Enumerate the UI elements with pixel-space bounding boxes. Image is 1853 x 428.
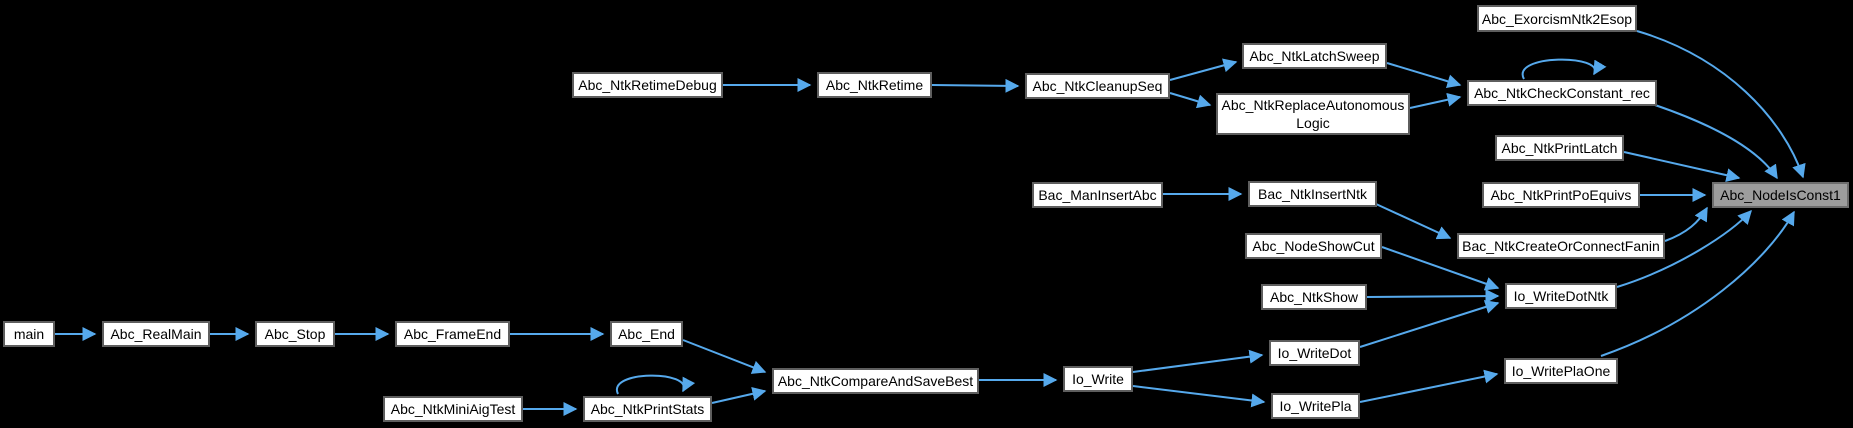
edge-abc-nodeshowcut-to-io-writedotntk [1381,246,1500,291]
node-label: Io_WritePlaOne [1511,363,1611,379]
edge-abc-ntkprintstats-to-abc-ntkcompareandsavebest [711,386,767,404]
node-label: Bac_NtkInsertNtk [1258,186,1367,202]
node-io-write[interactable]: Io_Write [1063,366,1133,392]
node-label: Abc_NodeIsConst1 [1720,187,1841,203]
node-io-writedotntk[interactable]: Io_WriteDotNtk [1505,283,1617,309]
edge-bac-ntkinsertntk-to-bac-ntkcreateorconnectfanin [1375,203,1452,240]
node-abc-ntkcleanupseq[interactable]: Abc_NtkCleanupSeq [1025,73,1170,99]
edge-io-writedot-to-io-writedotntk [1359,300,1500,348]
edge-abc-ntklatchsweep-to-abc-ntkcheckconstant-rec [1386,62,1462,89]
node-io-writepla[interactable]: Io_WritePla [1271,393,1360,419]
node-label: Io_WriteDot [1277,345,1352,361]
edge-abc-ntkprintstats-to-abc-ntkprintstats [615,374,696,395]
node-abc-ntkretime[interactable]: Abc_NtkRetime [817,72,932,98]
node-label: Abc_End [618,326,675,342]
node-label: Abc_NtkCleanupSeq [1032,78,1163,94]
node-abc-ntkshow[interactable]: Abc_NtkShow [1261,284,1367,310]
node-label: Abc_NtkPrintLatch [1501,140,1618,156]
node-label: Abc_RealMain [110,326,202,342]
node-abc-nodeisconst1[interactable]: Abc_NodeIsConst1 [1712,182,1849,208]
node-label: Logic [1296,115,1330,131]
edge-abc-exorcismntk2esop-to-abc-nodeisconst1 [1636,30,1806,179]
edge-io-write-to-io-writedot [1132,349,1264,373]
edge-abc-ntkprintlatch-to-abc-nodeisconst1 [1623,151,1741,183]
edge-group [55,30,1806,416]
node-label: Abc_ExorcismNtk2Esop [1481,10,1633,27]
edge-abc-ntkcheckconstant-rec-to-abc-ntkcheckconstant-rec [1521,58,1607,80]
node-label: Abc_FrameEnd [403,326,502,342]
node-io-writeplaone[interactable]: Io_WritePlaOne [1504,358,1618,384]
node-abc-ntkprintpoequivs[interactable]: Abc_NtkPrintPoEquivs [1482,182,1640,208]
edge-bac-ntkcreateorconnectfanin-to-abc-nodeisconst1 [1664,206,1708,242]
node-label: Abc_NtkReplaceAutonomous [1221,97,1405,113]
edge-abc-ntkshow-to-io-writedotntk [1366,289,1500,304]
edge-abc-ntkcleanupseq-to-abc-ntkreplaceautonomouslogic [1169,92,1212,109]
node-label: Abc_NtkRetime [825,77,924,93]
node-label: Abc_NtkCompareAndSaveBest [777,373,974,389]
node-bac-ntkinsertntk[interactable]: Bac_NtkInsertNtk [1248,181,1377,207]
node-label: Abc_NtkCheckConstant_rec [1474,85,1650,101]
node-label: main [13,326,45,342]
node-io-writedot[interactable]: Io_WriteDot [1269,340,1360,366]
edge-abc-ntkretime-to-abc-ntkcleanupseq [931,78,1020,93]
edge-abc-ntkcleanupseq-to-abc-ntklatchsweep [1169,58,1238,81]
edge-abc-ntkcheckconstant-rec-to-abc-nodeisconst1 [1654,104,1778,180]
edge-abc-ntkreplaceautonomouslogic-to-abc-ntkcheckconstant-rec [1409,92,1462,109]
node-abc-ntkretimedebug[interactable]: Abc_NtkRetimeDebug [572,72,723,98]
node-label: Abc_NodeShowCut [1252,238,1375,254]
node-label: Io_Write [1072,371,1124,387]
edge-io-writeplaone-to-abc-nodeisconst1 [1600,210,1795,357]
node-label: Io_WritePla [1279,398,1352,414]
node-abc-exorcismntk2esop[interactable]: Abc_ExorcismNtk2Esop [1477,5,1637,32]
node-label: Abc_NtkPrintPoEquivs [1490,187,1632,203]
node-main[interactable]: main [3,321,55,347]
edge-abc-end-to-abc-ntkcompareandsavebest [682,339,767,374]
node-label: Abc_NtkMiniAigTest [390,401,516,417]
node-label: Io_WriteDotNtk [1513,288,1609,304]
node-label: Abc_Stop [264,326,326,342]
node-label: Abc_NtkPrintStats [590,401,705,417]
node-abc-ntkprintlatch[interactable]: Abc_NtkPrintLatch [1495,135,1624,161]
node-abc-nodeshowcut[interactable]: Abc_NodeShowCut [1245,233,1382,259]
node-abc-ntkcheckconstant-rec[interactable]: Abc_NtkCheckConstant_rec [1467,80,1657,106]
node-bac-ntkcreateorconnectfanin[interactable]: Bac_NtkCreateOrConnectFanin [1457,233,1665,259]
node-label: Bac_NtkCreateOrConnectFanin [1462,238,1660,254]
node-label: Abc_NtkLatchSweep [1249,48,1380,64]
edge-io-writedotntk-to-abc-nodeisconst1 [1616,209,1752,288]
node-abc-ntkcompareandsavebest[interactable]: Abc_NtkCompareAndSaveBest [772,368,979,394]
edge-io-write-to-io-writepla [1132,385,1266,408]
node-label: Abc_NtkRetimeDebug [578,77,717,93]
edge-io-writepla-to-io-writeplaone [1359,369,1499,403]
node-label: Bac_ManInsertAbc [1038,187,1157,203]
node-abc-end[interactable]: Abc_End [610,321,683,347]
node-abc-ntklatchsweep[interactable]: Abc_NtkLatchSweep [1242,43,1387,69]
node-abc-stop[interactable]: Abc_Stop [255,321,335,347]
node-label: Abc_NtkShow [1270,289,1358,305]
node-abc-ntkminiaigtest[interactable]: Abc_NtkMiniAigTest [383,396,523,422]
node-bac-maninsertabc[interactable]: Bac_ManInsertAbc [1032,182,1163,208]
node-abc-realmain[interactable]: Abc_RealMain [102,321,210,347]
node-abc-frameend[interactable]: Abc_FrameEnd [395,321,510,347]
node-abc-ntkprintstats[interactable]: Abc_NtkPrintStats [583,396,712,422]
